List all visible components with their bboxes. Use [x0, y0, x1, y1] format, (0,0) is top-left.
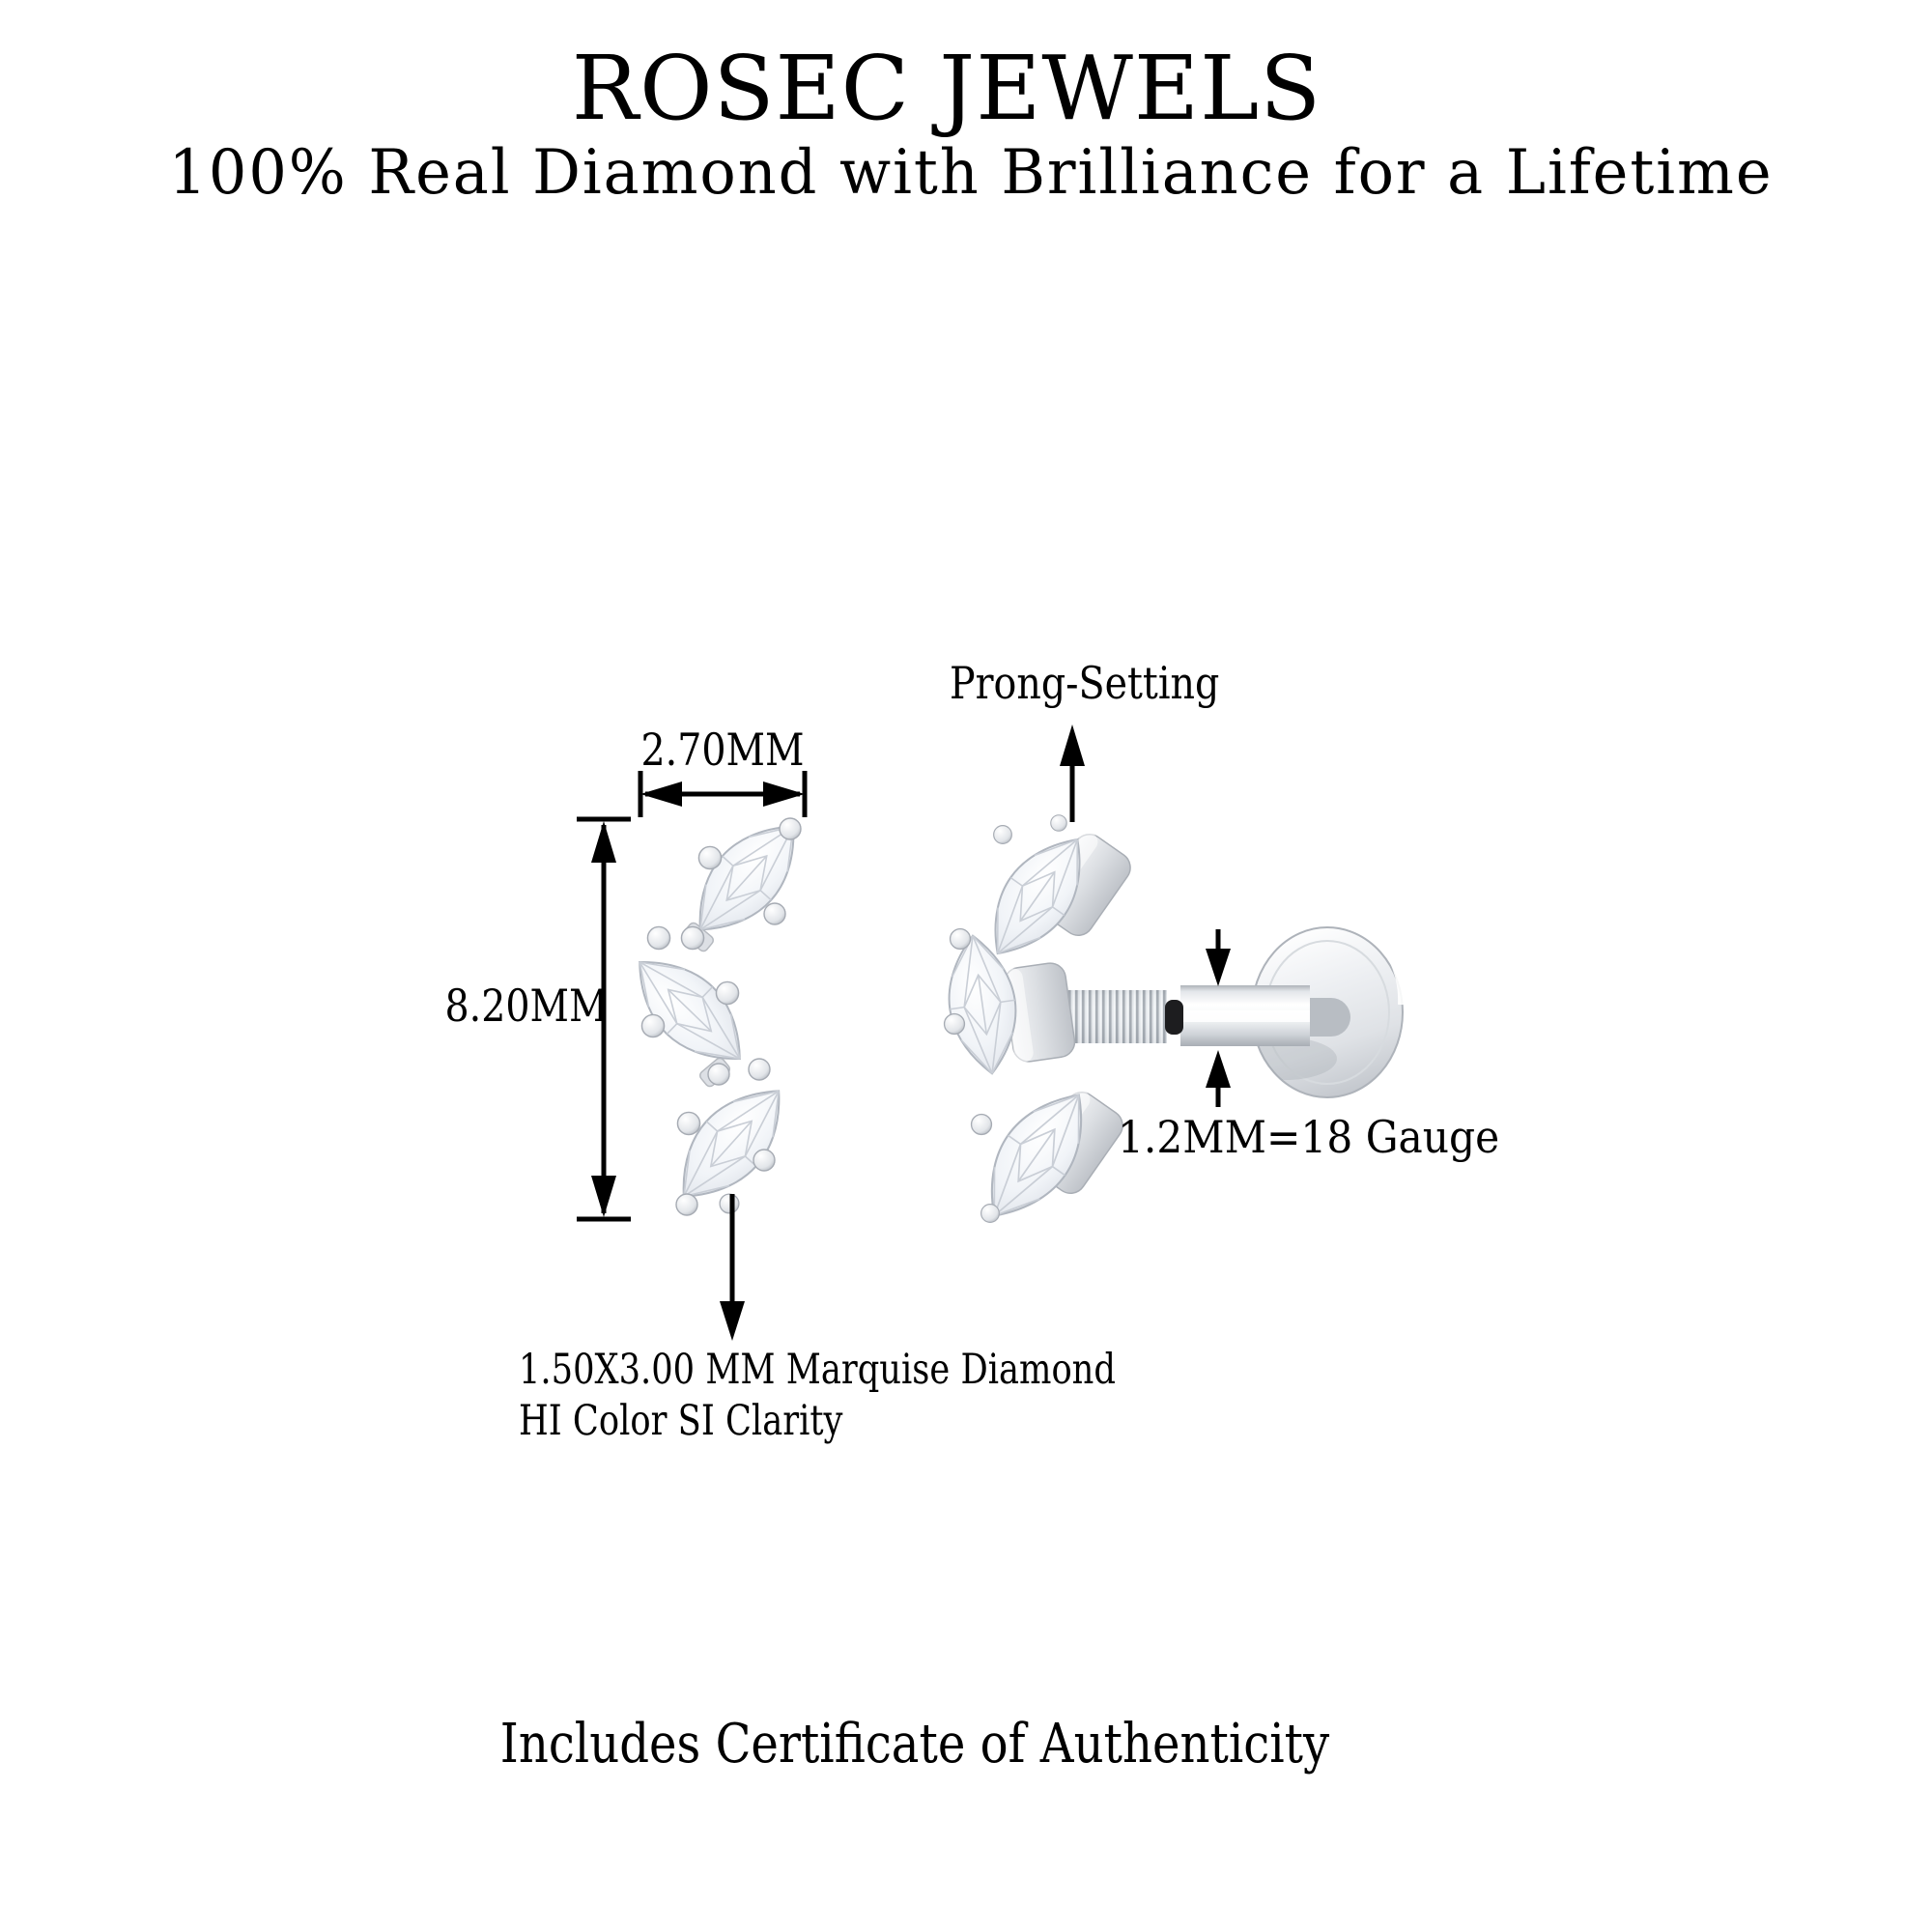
post-gauge-label: 1.2MM=18 Gauge	[1118, 1111, 1500, 1163]
o-ring	[1165, 1000, 1183, 1035]
width-dimension-arrow	[638, 771, 808, 817]
gauge-arrows	[1206, 929, 1231, 1107]
prong-setting-label: Prong-Setting	[950, 657, 1220, 709]
side-view-earring	[939, 814, 1405, 1237]
brand-tagline: 100% Real Diamond with Brilliance for a …	[168, 137, 1774, 209]
stone-spec-note: 1.50X3.00 MM Marquise Diamond HI Color S…	[519, 1345, 1116, 1447]
width-dimension-label: 2.70MM	[640, 724, 805, 776]
stone-spec-line1: 1.50X3.00 MM Marquise Diamond	[519, 1346, 1116, 1394]
certificate-note: Includes Certificate of Authenticity	[499, 1713, 1330, 1776]
prong-setting-arrow	[1060, 724, 1085, 822]
post-shaft	[1180, 985, 1310, 1046]
height-dimension-arrow	[577, 816, 631, 1222]
height-dimension-label: 8.20MM	[444, 980, 609, 1032]
brand-title: ROSEC JEWELS	[571, 37, 1322, 140]
stone-spec-line2: HI Color SI Clarity	[519, 1397, 843, 1445]
front-view-earring	[615, 803, 819, 1220]
stone-note-arrow	[720, 1194, 745, 1341]
threaded-post	[1040, 989, 1167, 1044]
